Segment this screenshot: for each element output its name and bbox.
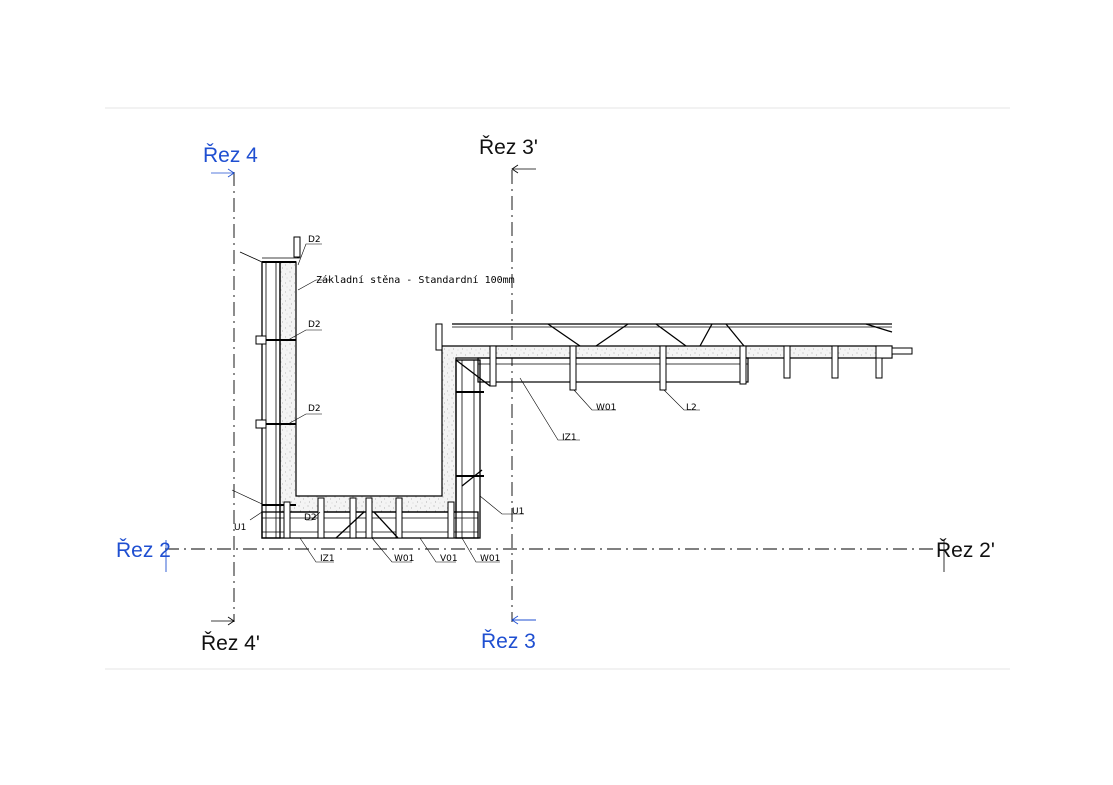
tag-u1-left: U1 [234, 523, 246, 533]
leader-lines [231, 243, 700, 563]
section-label-rez2-prime: Řez 2' [936, 539, 995, 562]
slab-beam [477, 345, 749, 391]
section-marker-3 [511, 615, 536, 625]
tag-iz1-bottom: IZ1 [320, 554, 335, 564]
tag-d2-bottom: D2 [304, 513, 317, 523]
tag-w01-bottom-a: W01 [394, 554, 414, 564]
section-label-rez4-prime: Řez 4' [201, 632, 260, 655]
section-marker-3-prime [511, 164, 536, 174]
top-slab [435, 323, 913, 359]
tag-w01-slab: W01 [596, 403, 616, 413]
wall-type-note: Základní stěna - Standardní 100mm [316, 274, 515, 286]
tag-v01-bottom: V01 [440, 554, 458, 564]
section-marker-4-prime [211, 616, 235, 626]
tag-d2-upper: D2 [308, 320, 321, 330]
tag-l2-slab: L2 [686, 403, 697, 413]
slab-hangers [783, 345, 883, 379]
section-label-rez3: Řez 3 [481, 630, 536, 653]
tag-d2-top: D2 [308, 235, 321, 245]
tag-w01-bottom-b: W01 [480, 554, 500, 564]
tag-u1-right: U1 [512, 507, 524, 517]
section-label-rez3-prime: Řez 3' [479, 136, 538, 159]
concrete-u-wall [279, 261, 893, 513]
section-marker-4 [211, 168, 235, 178]
section-label-rez2: Řez 2 [116, 539, 171, 562]
tag-d2-mid: D2 [308, 404, 321, 414]
bottom-ribs [283, 497, 455, 539]
tag-iz1-right: IZ1 [562, 433, 577, 443]
section-label-rez4: Řez 4 [203, 144, 258, 167]
left-board-layer [261, 261, 281, 539]
right-board-layer [455, 359, 481, 539]
